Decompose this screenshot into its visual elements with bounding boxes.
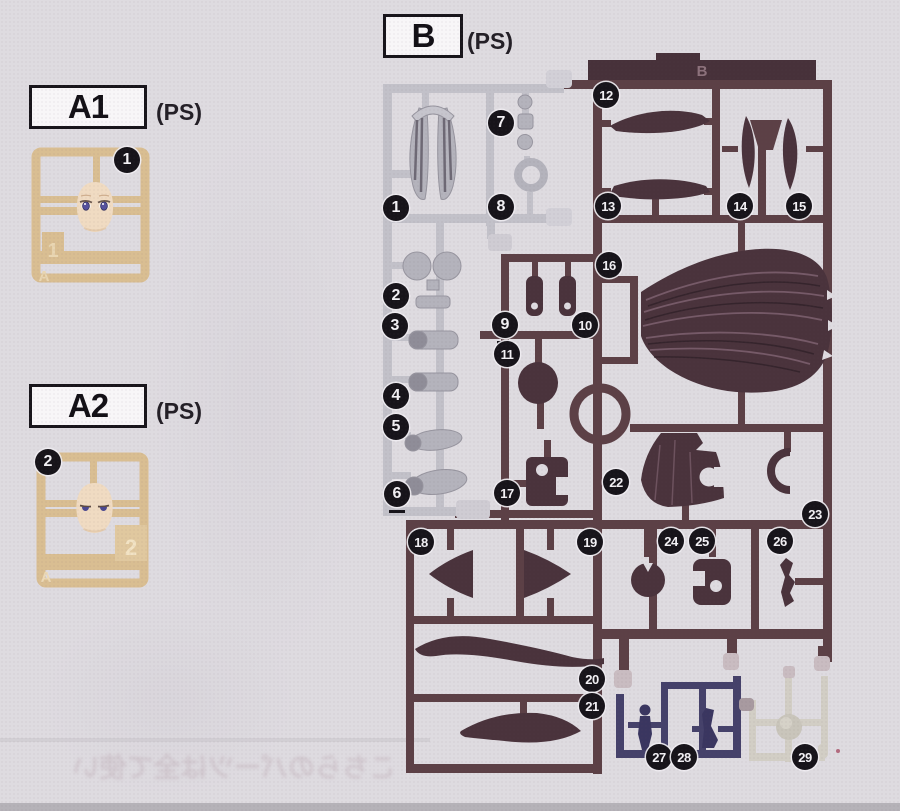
callout-b-22: 22 — [603, 469, 629, 495]
b-part-9 — [526, 276, 543, 316]
callout-b-16: 16 — [596, 252, 622, 278]
callout-b-15: 15 — [786, 193, 812, 219]
b-part-6 — [404, 468, 468, 496]
b-part-3 — [408, 330, 459, 350]
runner-label-a2-material: (PS) — [156, 398, 202, 424]
b-frame-dark — [406, 80, 832, 774]
b-part-5 — [404, 429, 463, 452]
callout-b-14: 14 — [727, 193, 753, 219]
b-part-18 — [429, 550, 473, 598]
b-part-4 — [408, 372, 459, 392]
a2-molded-marks: 2 A — [41, 535, 138, 586]
callout-b-23: 23 — [802, 501, 828, 527]
callout-b-27: 27 — [646, 744, 672, 770]
callout-b-25: 25 — [689, 528, 715, 554]
callout-b-8: 8 — [488, 194, 514, 220]
callout-b-21: 21 — [579, 693, 605, 719]
ghost-rule-line — [0, 738, 430, 742]
b-gate-nubs — [456, 70, 830, 711]
callout-b-29: 29 — [792, 744, 818, 770]
svg-text:1: 1 — [47, 240, 58, 262]
page-bottom-edge — [0, 803, 900, 811]
ghost-mirrored-text: こちらのパーツは全て使い — [72, 753, 396, 783]
b-runner-tag: B — [588, 53, 816, 80]
callout-b-10: 10 — [572, 312, 598, 338]
runner-label-a1-material: (PS) — [156, 99, 202, 125]
b-part-24 — [631, 563, 665, 597]
b-part-21-strand — [460, 712, 581, 743]
ghost-showthrough-figure — [150, 120, 370, 680]
callout-b-28: 28 — [671, 744, 697, 770]
b-part-1-twin-tail — [409, 105, 457, 200]
callout-b-6: 6 — [384, 481, 410, 507]
b-part-11 — [518, 362, 558, 404]
b-part-13-bang — [609, 179, 710, 200]
b-part-8-ring — [514, 158, 548, 192]
b-part-19 — [524, 550, 571, 598]
b-part-28 — [702, 708, 718, 748]
a1-molded-marks: 1 A — [39, 240, 59, 285]
svg-text:A: A — [41, 569, 52, 586]
runner-b-diagram: B — [383, 53, 838, 774]
b-part-27 — [638, 704, 652, 750]
b-part-15-strand — [782, 118, 798, 190]
print-speck — [836, 749, 840, 753]
b-part-20-strand — [415, 636, 604, 667]
b-part-26 — [780, 558, 795, 607]
b-part-22-skirt — [641, 433, 728, 507]
callout-b-20: 20 — [579, 666, 605, 692]
b-part-14-strand — [741, 116, 755, 188]
runner-label-b-material: (PS) — [467, 28, 513, 54]
a2-face-part — [76, 483, 113, 533]
b-part-12-bang — [610, 110, 710, 134]
b-part-25 — [693, 559, 731, 605]
svg-text:A: A — [39, 268, 50, 285]
callout-b-18: 18 — [408, 529, 434, 555]
b-part-7 — [517, 94, 534, 150]
callout-b-13: 13 — [595, 193, 621, 219]
runner-label-b: B — [383, 14, 463, 58]
b-subrunner-pale — [749, 676, 828, 762]
callout-b-26: 26 — [767, 528, 793, 554]
runner-a2-diagram: 2 A — [36, 452, 149, 588]
callout-b-1: 1 — [383, 195, 409, 221]
callout-b-3: 3 — [382, 313, 408, 339]
b-part-10 — [559, 276, 576, 316]
runner-a1-diagram: 1 A — [31, 147, 150, 285]
callout-b-24: 24 — [658, 528, 684, 554]
callout-a1-1: 1 — [114, 147, 140, 173]
callout-b-11: 11 — [494, 341, 520, 367]
ghost-showthrough-figure2 — [40, 600, 300, 800]
runner-label-a2-text: A2 — [67, 387, 109, 424]
callout-b-4: 4 — [383, 383, 409, 409]
runner-label-b-text: B — [411, 17, 436, 54]
b-part-2 — [402, 251, 462, 309]
callout-b-2: 2 — [383, 283, 409, 309]
callout-b-17: 17 — [494, 480, 520, 506]
callout-b-9: 9 — [492, 312, 518, 338]
b-part-23 — [767, 448, 791, 494]
b-part-17 — [526, 457, 570, 506]
runner-label-a2: A2 — [29, 384, 147, 428]
callout-b-12: 12 — [593, 82, 619, 108]
svg-text:B: B — [697, 63, 708, 80]
callout-b-19: 19 — [577, 529, 603, 555]
callout-b-7: 7 — [488, 110, 514, 136]
callout-a2-2: 2 — [35, 449, 61, 475]
b-part-16-hair — [641, 248, 838, 393]
b-parts-dark — [415, 110, 838, 743]
callout-b-5: 5 — [383, 414, 409, 440]
a1-face-part — [76, 182, 114, 232]
b-parts-light — [402, 94, 548, 496]
runner-label-a1-text: A1 — [67, 88, 109, 125]
svg-text:2: 2 — [125, 535, 137, 560]
runner-label-a1: A1 — [29, 85, 147, 129]
b-frame-ring — [569, 383, 631, 445]
